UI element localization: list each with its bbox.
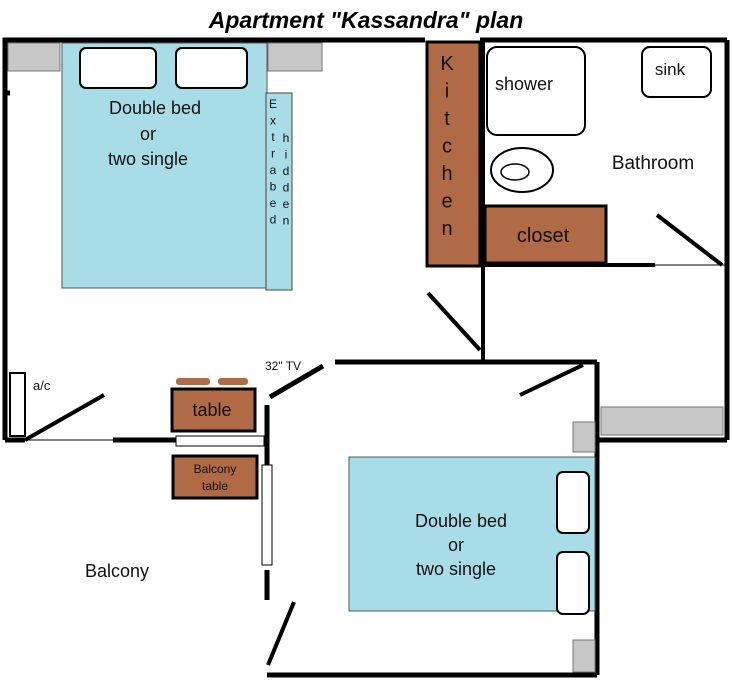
- pillow-left: [79, 47, 157, 89]
- extra-bed-col2-letter: n: [283, 214, 290, 228]
- balcony-table: [171, 454, 259, 500]
- doors: [24, 213, 724, 666]
- balcony-sliding-door-vertical: [261, 464, 273, 566]
- extra-bed: [265, 92, 293, 291]
- sink-label: sink: [655, 60, 686, 79]
- door-main-entry: [24, 393, 105, 442]
- balcony-table-label-line2: table: [202, 479, 228, 493]
- chair-right: [218, 378, 248, 385]
- pillow-top: [556, 471, 590, 534]
- extra-bed-col1-letter: r: [271, 147, 275, 161]
- ac-unit: [9, 372, 26, 437]
- kitchen-letter: h: [441, 163, 452, 185]
- extra-bed-col1-letter: e: [270, 196, 277, 210]
- window-top-mid: [267, 42, 323, 72]
- door-bathroom: [655, 213, 724, 267]
- extra-bed-col1-letter: t: [271, 130, 275, 144]
- kitchen-letter: i: [445, 81, 449, 103]
- extra-bed-col1-letter: d: [270, 213, 277, 227]
- chair-left: [176, 378, 210, 385]
- window-right-side: [600, 406, 724, 436]
- door-kitchen: [426, 291, 482, 352]
- table: [170, 387, 257, 433]
- extra-bed-col1-letter: b: [270, 180, 277, 194]
- bed2-label-line2: or: [448, 535, 464, 555]
- pillow-bottom: [556, 551, 590, 615]
- window-bed2-top: [572, 421, 596, 453]
- extra-bed-col2-letter: i: [285, 148, 288, 162]
- bathroom-label: Bathroom: [612, 153, 694, 174]
- table-label: table: [192, 400, 231, 420]
- bed1-label-line3: two single: [108, 149, 188, 169]
- extra-bed-col2-letter: d: [283, 181, 290, 195]
- sink: [641, 46, 712, 98]
- extra-bed-col2-letter: d: [283, 164, 290, 178]
- pillow-right: [175, 47, 248, 89]
- door-bedroom2-balcony: [266, 601, 296, 666]
- balcony-sliding-door-horizontal: [175, 435, 265, 447]
- shower: [486, 46, 586, 136]
- extra-bed-col1-letter: a: [270, 163, 277, 177]
- window-bed2-bottom: [572, 639, 596, 673]
- kitchen-letter: e: [441, 191, 452, 213]
- window-top-left: [7, 42, 61, 72]
- door-bedroom2: [519, 363, 584, 397]
- extra-bed-col1-letter: x: [270, 114, 276, 128]
- thin-lines: [25, 264, 727, 441]
- balcony-label: Balcony: [85, 561, 149, 581]
- bed2-label-line1: Double bed: [415, 511, 507, 531]
- closet-label: closet: [517, 225, 570, 247]
- extra-bed-col1-letter: E: [269, 97, 277, 111]
- kitchen-letter: n: [441, 218, 452, 240]
- tv-label: 32" TV: [265, 359, 301, 373]
- plan-title: Apartment "Kassandra" plan: [208, 7, 524, 33]
- tv: [268, 363, 325, 400]
- balcony-table-label-line1: Balcony: [194, 462, 237, 476]
- toilet-bowl: [500, 163, 530, 181]
- bed-room2: [348, 456, 596, 612]
- shower-label: shower: [495, 74, 553, 94]
- windows: [7, 42, 724, 673]
- kitchen: [425, 40, 482, 268]
- bed1-label-line1: Double bed: [109, 98, 201, 118]
- bed2-label-line3: two single: [416, 559, 496, 579]
- bed1-label-line2: or: [140, 124, 156, 144]
- closet: [483, 204, 608, 265]
- kitchen-letter: K: [440, 53, 454, 75]
- extra-bed-col2-letter: e: [283, 197, 290, 211]
- kitchen-letter: c: [442, 136, 452, 158]
- ac-label: a/c: [33, 378, 51, 393]
- kitchen-letter: t: [444, 108, 450, 130]
- extra-bed-col2-letter: h: [283, 131, 290, 145]
